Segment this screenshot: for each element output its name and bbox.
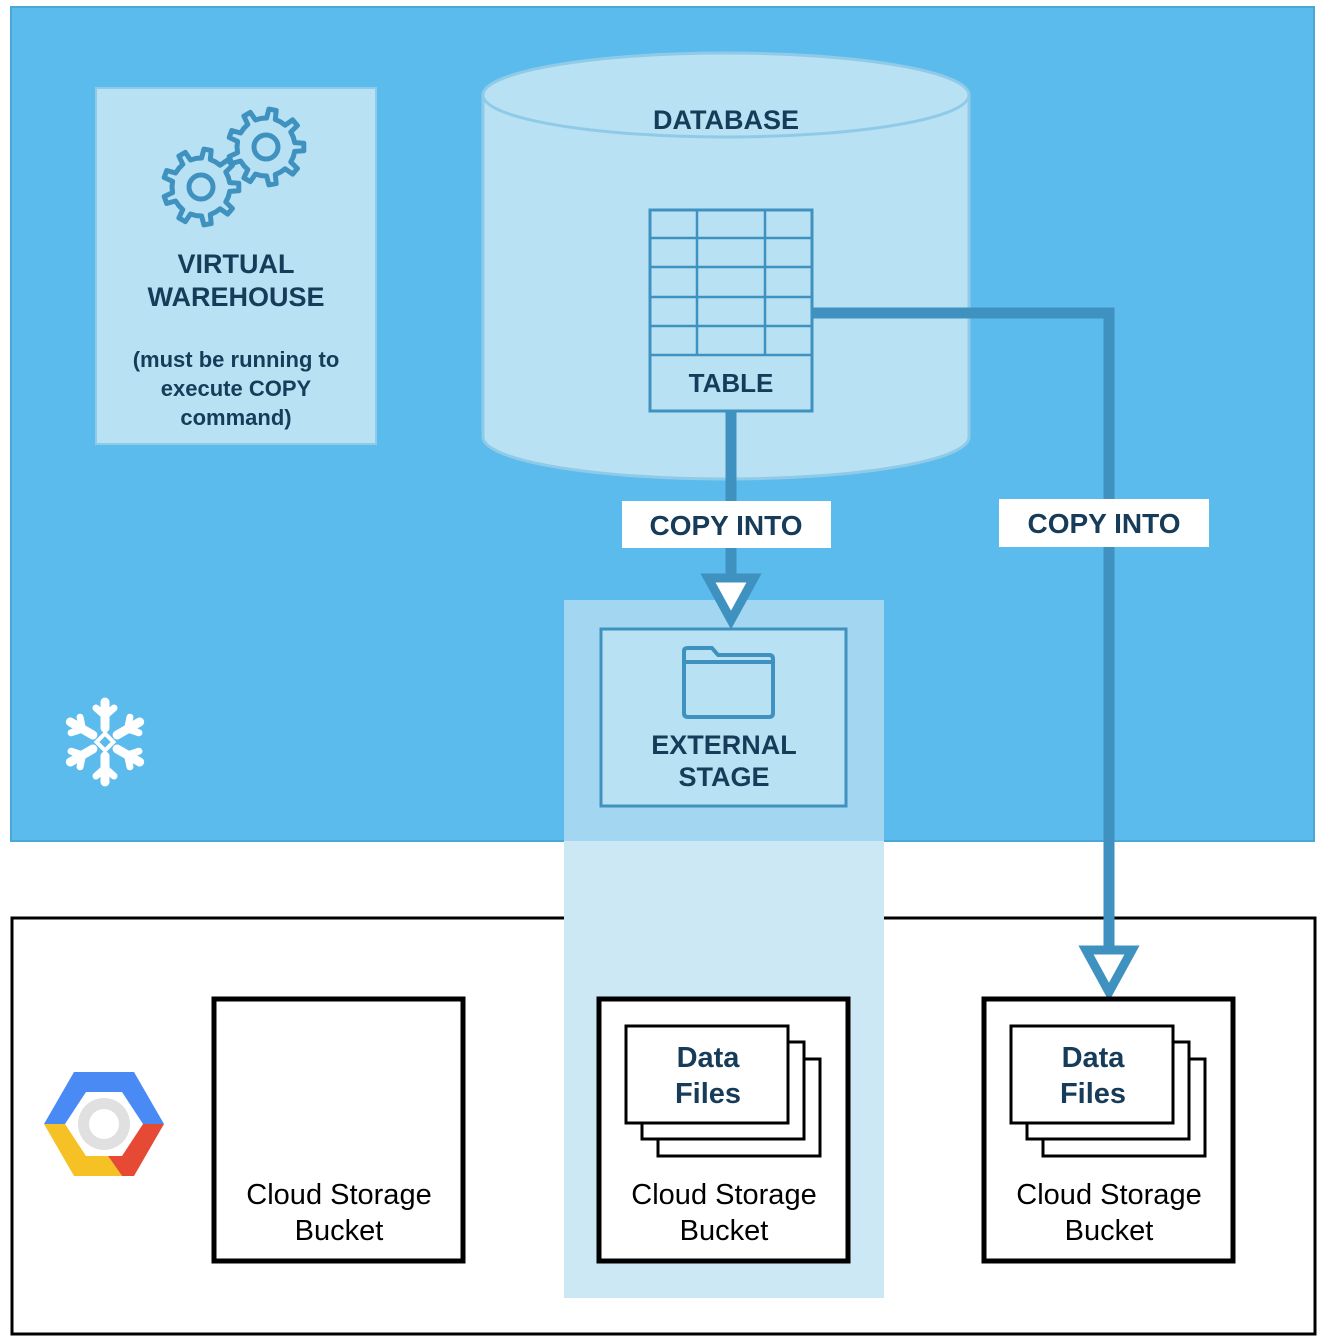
copy-into-bucket-label: COPY INTO: [1027, 508, 1180, 539]
database-title: DATABASE: [653, 105, 799, 135]
copy-into-stage-label: COPY INTO: [649, 510, 802, 541]
snowflake-logo-icon: [66, 697, 144, 782]
warehouse-note-line2: execute COPY: [161, 376, 312, 401]
bucket-label-line2: Bucket: [680, 1215, 769, 1247]
copy-into-stage-flow: COPY INTO: [622, 411, 831, 630]
data-files-label-line2: Files: [1060, 1078, 1126, 1110]
table-icon: TABLE: [648, 208, 814, 413]
google-cloud-logo-icon: [44, 1072, 164, 1176]
gear-icon: [226, 106, 307, 188]
gears-icon: [161, 106, 307, 228]
bucket-label-line1: Cloud Storage: [1016, 1179, 1201, 1211]
external-stage: EXTERNAL STAGE: [599, 627, 848, 808]
bucket-label-line2: Bucket: [1065, 1215, 1154, 1247]
cloud-storage-bucket: Data Files Cloud Storage Bucket: [596, 996, 851, 1264]
bucket-label-line2: Bucket: [295, 1215, 384, 1247]
stacked-documents-icon: [624, 1024, 822, 1158]
data-files-label-line1: Data: [677, 1042, 741, 1074]
virtual-warehouse: VIRTUAL WAREHOUSE (must be running to ex…: [95, 87, 377, 445]
cloud-storage-bucket: Cloud Storage Bucket: [211, 996, 466, 1264]
bucket-label-line1: Cloud Storage: [246, 1179, 431, 1211]
copy-into-bucket-flow: COPY INTO: [812, 307, 1209, 1002]
bucket-label-line1: Cloud Storage: [631, 1179, 816, 1211]
folder-icon: [682, 646, 775, 719]
warehouse-note-line1: (must be running to: [133, 347, 340, 372]
stage-label-line1: EXTERNAL: [651, 730, 797, 760]
gear-hole: [251, 132, 281, 162]
gear-hole: [186, 172, 216, 202]
cloud-storage-bucket: Data Files Cloud Storage Bucket: [981, 996, 1236, 1264]
gear-icon: [161, 146, 242, 228]
stage-label-line2: STAGE: [678, 762, 769, 792]
table-label: TABLE: [689, 368, 774, 398]
warehouse-note-line3: command): [180, 405, 291, 430]
data-files-label-line2: Files: [675, 1078, 741, 1110]
warehouse-title-line2: WAREHOUSE: [147, 282, 324, 312]
data-files-label-line1: Data: [1062, 1042, 1126, 1074]
warehouse-title-line1: VIRTUAL: [178, 249, 295, 279]
stacked-documents-icon: [1009, 1024, 1207, 1158]
